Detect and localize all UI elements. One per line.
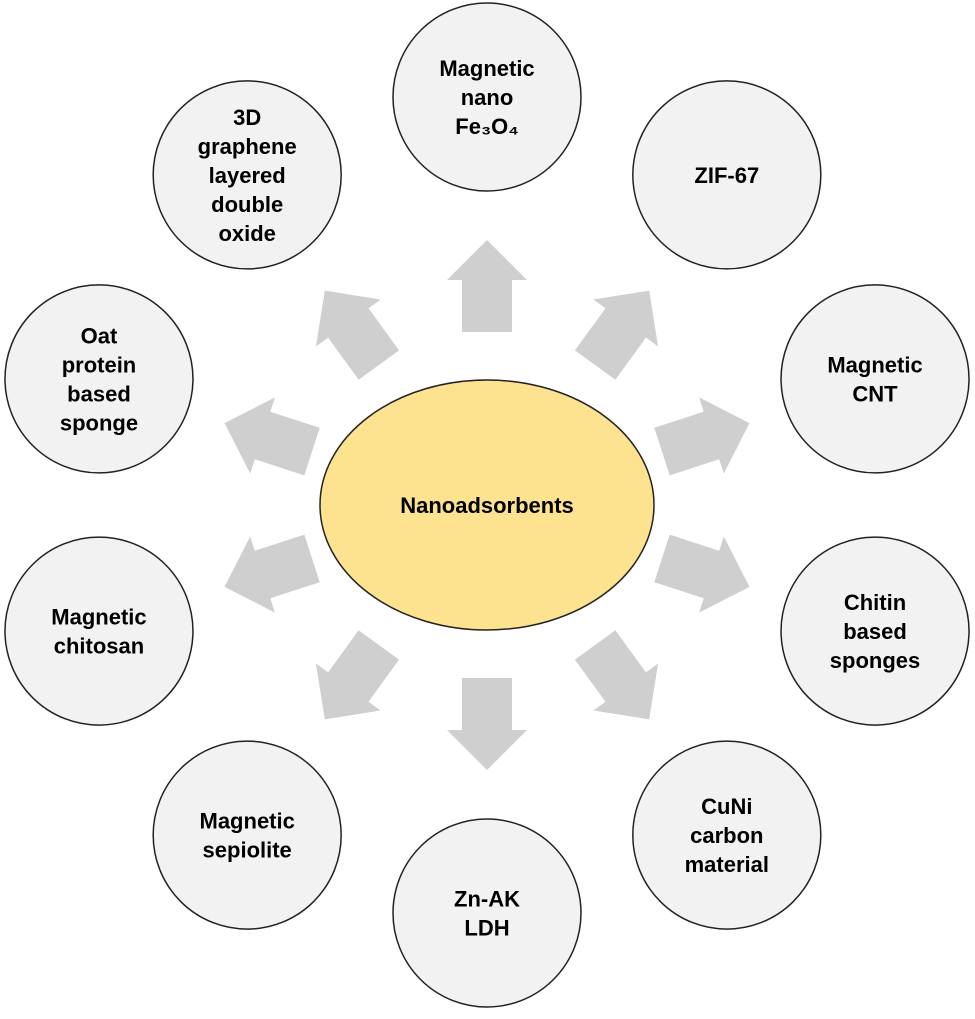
nodes: MagneticnanoFe₃O₄ZIF-67MagneticCNTChitin… — [4, 2, 970, 1008]
material-node: ZIF-67 — [632, 80, 822, 270]
node-label-line: protein — [62, 352, 137, 377]
node-label-line: based — [843, 619, 907, 644]
material-node: CuNi carbon material — [632, 740, 822, 930]
node-circle — [780, 536, 970, 726]
block-arrow — [654, 397, 750, 476]
block-arrow — [574, 290, 659, 380]
node-label-line: nano — [461, 85, 514, 110]
center-label: Nanoadsorbents — [400, 493, 574, 518]
node-label-line: CuNi — [701, 794, 752, 819]
node-label-line: sponge — [60, 410, 138, 435]
node-label-line: double — [211, 192, 283, 217]
node-label-line: carbon — [690, 823, 763, 848]
node-label-line: sponges — [830, 648, 920, 673]
node-label-line: Magnetic — [827, 352, 922, 377]
node-label-line: graphene — [198, 134, 297, 159]
node-label-line: oxide — [218, 221, 275, 246]
node-label-line: material — [685, 852, 769, 877]
node-label-line: Oat — [81, 323, 118, 348]
material-node: Zn-AK LDH — [392, 818, 582, 1008]
node-circle — [152, 80, 342, 270]
block-arrow — [574, 630, 659, 720]
node-label-line: ZIF-67 — [694, 163, 759, 188]
center-ellipse — [319, 379, 655, 631]
node-label-line: Fe₃O₄ — [455, 114, 518, 139]
node-circle — [392, 2, 582, 192]
node-label-line: 3D — [233, 105, 261, 130]
block-arrow — [315, 290, 400, 380]
node-circle — [632, 80, 822, 270]
block-arrow — [224, 534, 320, 613]
center-node: Nanoadsorbents — [319, 379, 655, 631]
node-circle — [780, 284, 970, 474]
node-label-line: LDH — [464, 916, 509, 941]
material-node: Magnetic chitosan — [4, 536, 194, 726]
node-circle — [152, 740, 342, 930]
block-arrow — [447, 678, 527, 770]
node-label-line: Magnetic — [51, 605, 146, 630]
node-label-line: Chitin — [844, 590, 906, 615]
node-label-line: based — [67, 381, 131, 406]
node-circle — [4, 284, 194, 474]
node-label-line: Zn-AK — [454, 887, 520, 912]
node-circle — [4, 536, 194, 726]
block-arrow — [654, 534, 750, 613]
node-label-line: CNT — [852, 381, 898, 406]
material-node: Magnetic sepiolite — [152, 740, 342, 930]
material-node: Chitin based sponges — [780, 536, 970, 726]
node-circle — [632, 740, 822, 930]
node-label-line: layered — [209, 163, 286, 188]
node-label-line: Magnetic — [200, 809, 295, 834]
node-label-line: chitosan — [54, 634, 144, 659]
node-circle — [392, 818, 582, 1008]
block-arrow — [224, 397, 320, 476]
node-label-line: sepiolite — [203, 838, 292, 863]
material-node: Oat protein based sponge — [4, 284, 194, 474]
node-label-line: Magnetic — [439, 56, 534, 81]
block-arrow — [315, 630, 400, 720]
arrows — [224, 240, 750, 770]
material-node: 3D graphene layered double oxide — [152, 80, 342, 270]
block-arrow — [447, 240, 527, 332]
